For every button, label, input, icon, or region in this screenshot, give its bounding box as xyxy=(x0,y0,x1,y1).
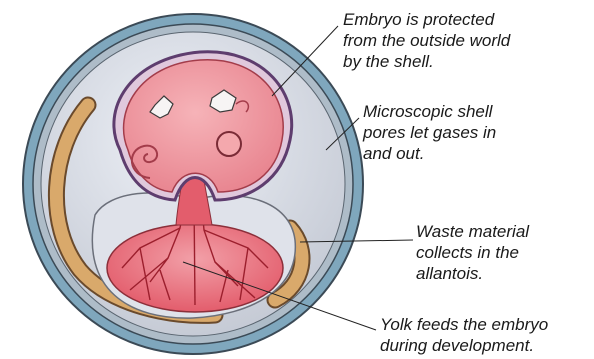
label-line: pores let gases in xyxy=(363,122,496,143)
embryo xyxy=(124,60,284,192)
label-line: Waste material xyxy=(416,221,529,242)
label-waste: Waste material collects in the allantois… xyxy=(416,221,529,284)
label-line: from the outside world xyxy=(343,30,510,51)
label-yolk: Yolk feeds the embryo during development… xyxy=(380,314,548,356)
label-pores: Microscopic shell pores let gases in and… xyxy=(363,101,496,164)
label-shell: Embryo is protected from the outside wor… xyxy=(343,9,510,72)
label-line: during development. xyxy=(380,335,548,356)
label-line: collects in the xyxy=(416,242,529,263)
embryo-eye xyxy=(217,132,241,156)
label-line: Microscopic shell xyxy=(363,101,496,122)
label-line: Embryo is protected xyxy=(343,9,510,30)
label-line: by the shell. xyxy=(343,51,510,72)
label-line: and out. xyxy=(363,143,496,164)
label-line: allantois. xyxy=(416,263,529,284)
label-line: Yolk feeds the embryo xyxy=(380,314,548,335)
